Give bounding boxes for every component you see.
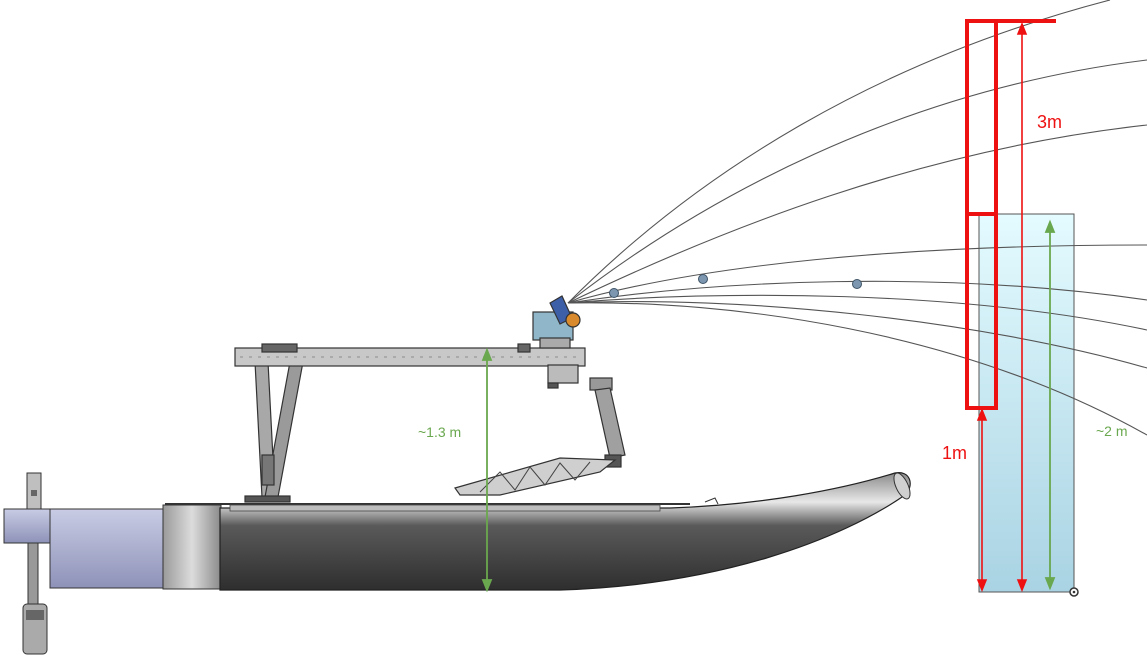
trajectory-line bbox=[567, 0, 1111, 304]
hull-junction bbox=[162, 504, 222, 590]
stern-assembly bbox=[3, 472, 57, 655]
zone-arrows bbox=[976, 21, 1028, 593]
trajectory-line bbox=[567, 59, 1147, 304]
launcher-beam bbox=[234, 343, 586, 389]
target-width-arrow bbox=[1044, 219, 1056, 591]
trajectory-line bbox=[567, 244, 1147, 304]
ball-icon bbox=[609, 288, 619, 298]
ball-icon bbox=[852, 279, 862, 289]
support-frame bbox=[244, 361, 304, 503]
lower-zone-box bbox=[965, 212, 998, 410]
launcher-icon bbox=[532, 295, 581, 349]
hull bbox=[219, 472, 911, 591]
target-panel bbox=[978, 213, 1075, 593]
trajectory-lines bbox=[567, 0, 1147, 436]
upper-zone-box bbox=[965, 19, 998, 216]
trajectory-line bbox=[567, 294, 1147, 331]
upper-zone-label: 3m bbox=[1037, 112, 1062, 132]
trajectory-line bbox=[567, 280, 1147, 304]
arm-height-label: ~1.3 m bbox=[418, 424, 461, 440]
trajectory-line bbox=[567, 300, 1147, 369]
target-width-label: ~2 m bbox=[1096, 423, 1128, 439]
arm-height-arrow bbox=[481, 347, 493, 593]
lower-zone-label: 1m bbox=[942, 443, 967, 463]
balls bbox=[609, 274, 862, 298]
launcher-arm bbox=[454, 377, 626, 496]
ball-icon bbox=[698, 274, 708, 284]
stern-section bbox=[49, 508, 166, 589]
trajectory-line bbox=[567, 124, 1147, 304]
target-zones bbox=[965, 19, 1056, 410]
trajectory-line bbox=[567, 302, 1147, 436]
